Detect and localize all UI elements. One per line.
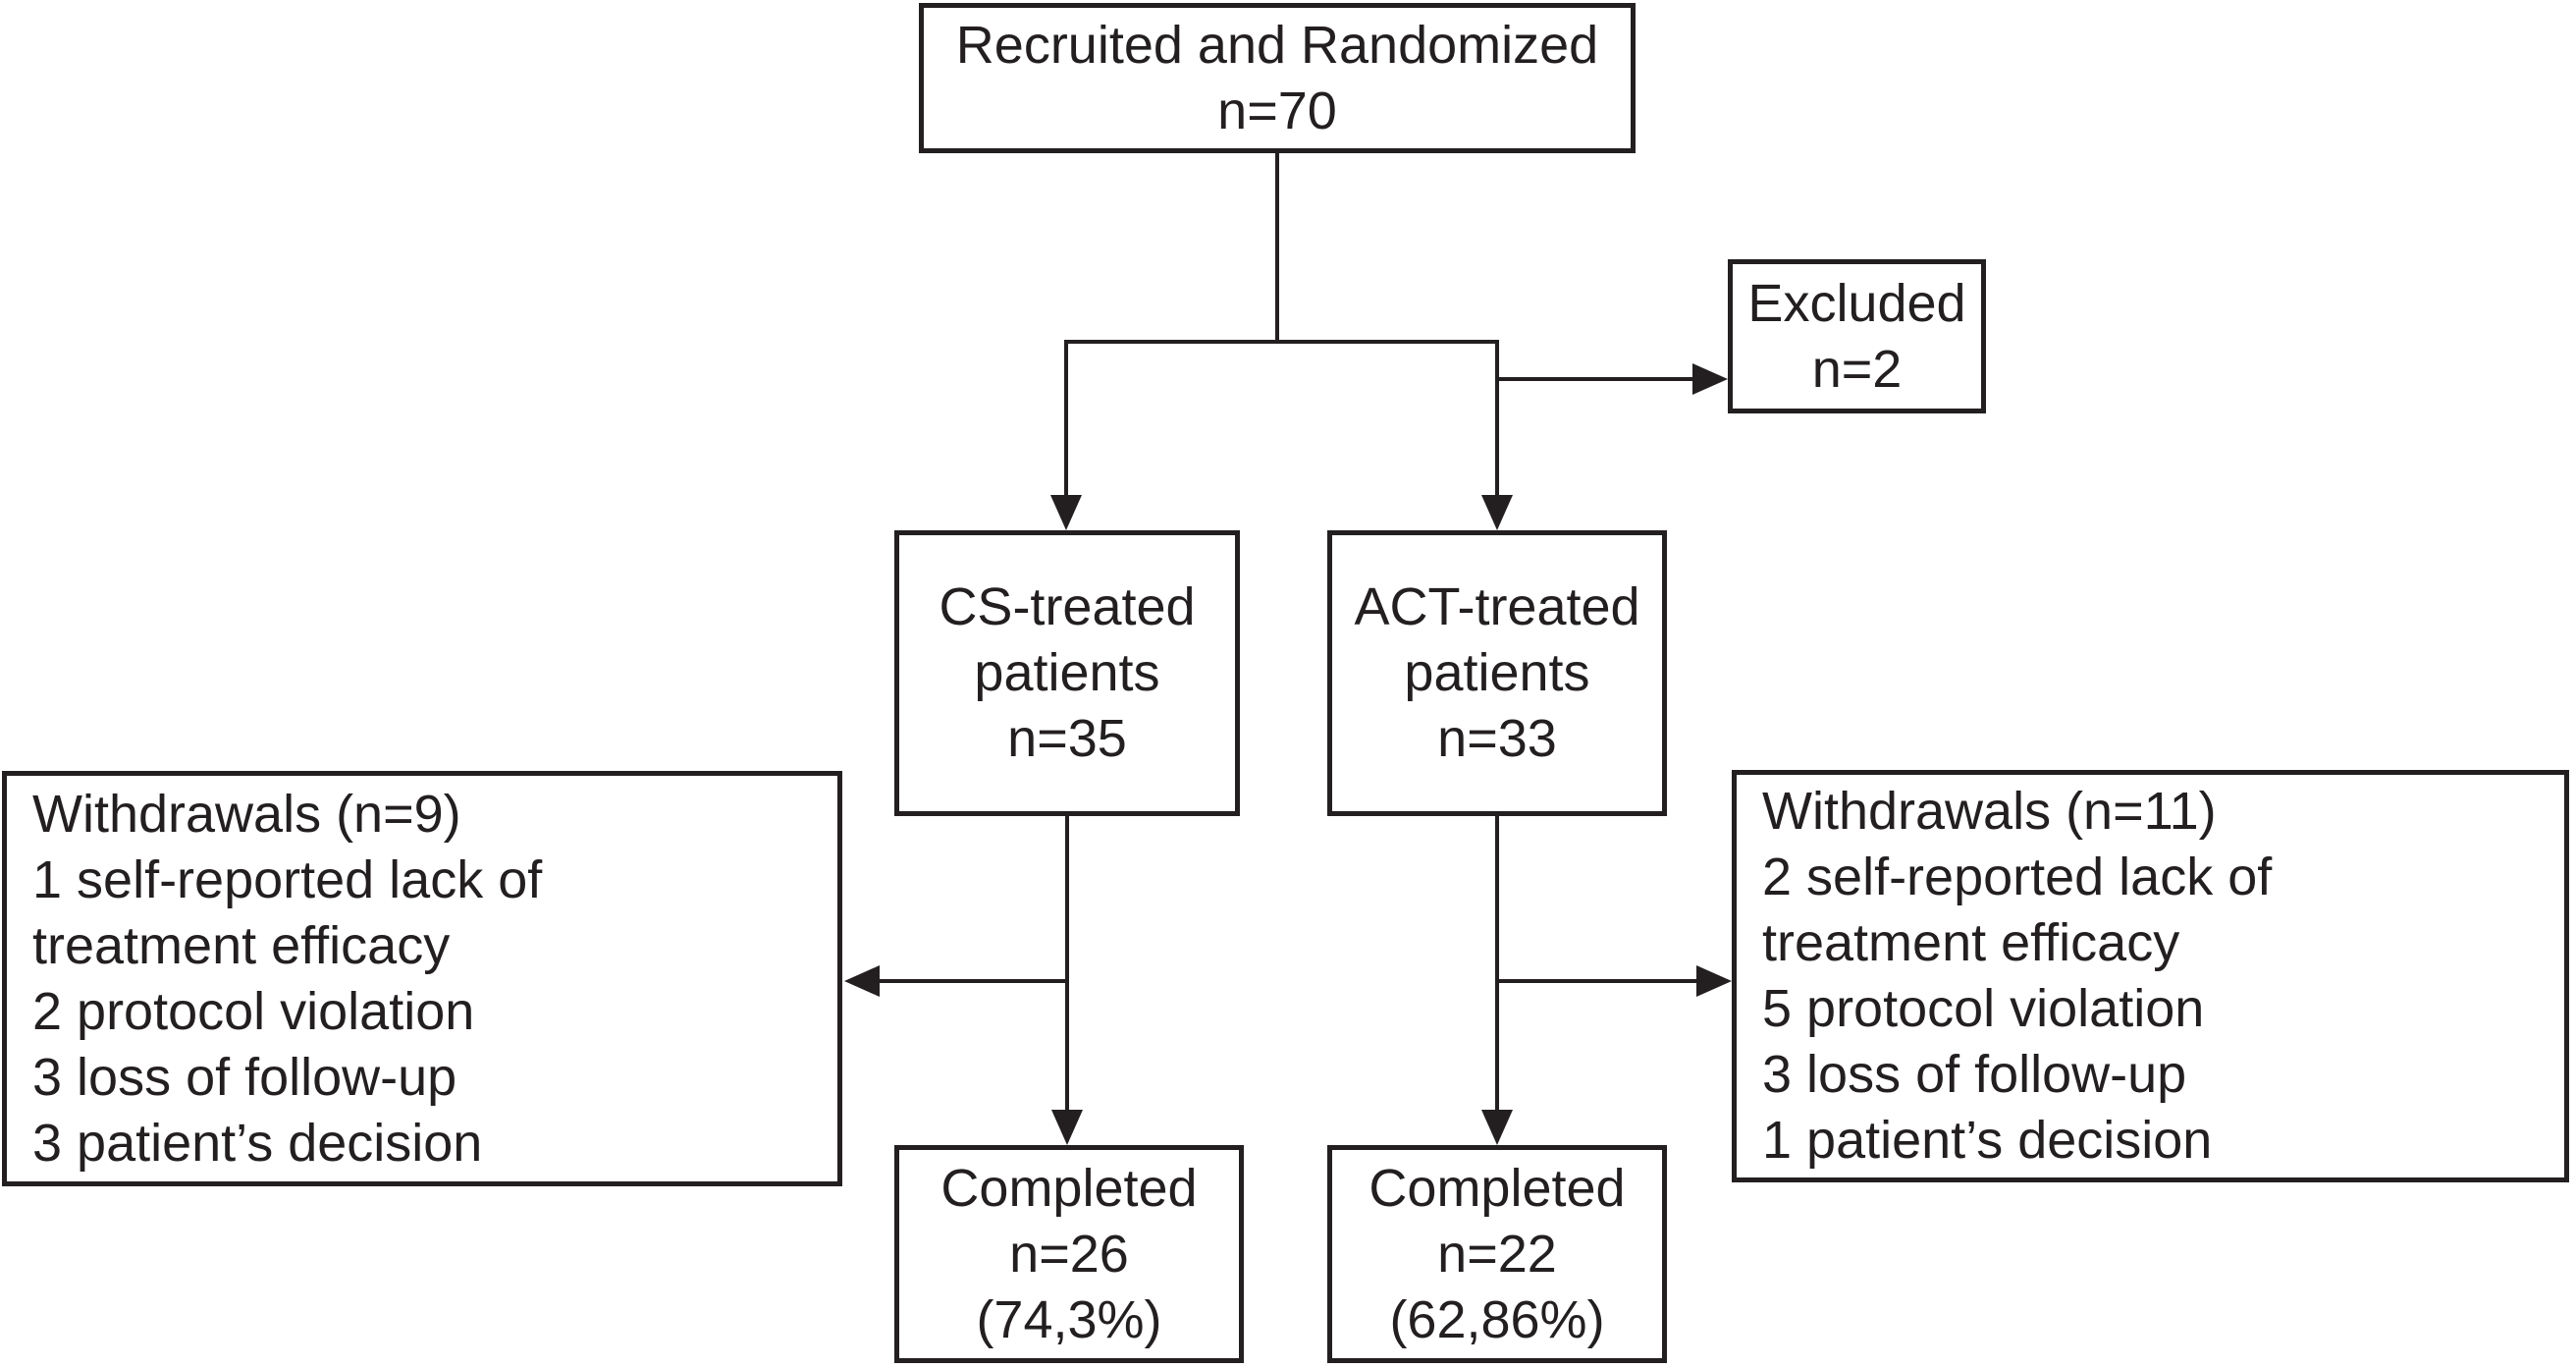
withdrawals-cs-line-2: 1 self-reported lack of (32, 849, 543, 909)
act-treated-line-1: ACT-treated (1354, 577, 1640, 636)
withdrawals-act-line-6: 1 patient’s decision (1762, 1111, 2213, 1170)
act-treated-line-3: n=33 (1437, 709, 1557, 768)
withdrawals-cs-line-3: treatment efficacy (32, 915, 451, 975)
withdrawals-act-line-3: treatment efficacy (1762, 913, 2180, 972)
withdrawals-cs-line-6: 3 patient’s decision (32, 1113, 483, 1173)
completed-cs-line-1: Completed (940, 1158, 1198, 1218)
withdrawals-cs-line-1: Withdrawals (n=9) (32, 784, 461, 844)
withdrawals-act-line-1: Withdrawals (n=11) (1762, 782, 2217, 841)
completed-cs-line-3: (74,3%) (976, 1289, 1162, 1349)
completed-cs-line-2: n=26 (1009, 1224, 1129, 1284)
completed-act-line-3: (62,86%) (1389, 1289, 1605, 1349)
arrowhead-cs-to-withdrawals (844, 965, 880, 997)
completed-act-line-2: n=22 (1437, 1224, 1557, 1284)
act-treated-box: ACT-treated patients n=33 (1327, 530, 1667, 816)
excluded-line-2: n=2 (1811, 339, 1903, 399)
arrowhead-to-excluded (1692, 363, 1728, 395)
arrowhead-act-to-withdrawals (1696, 965, 1732, 997)
completed-act-box: Completed n=22 (62,86%) (1327, 1145, 1667, 1363)
cs-treated-line-3: n=35 (1007, 709, 1127, 768)
excluded-line-1: Excluded (1747, 273, 1966, 333)
withdrawals-act-box: Withdrawals (n=11) 2 self-reported lack … (1732, 770, 2569, 1182)
cs-treated-line-2: patients (974, 643, 1160, 702)
withdrawals-act-line-2: 2 self-reported lack of (1762, 848, 2273, 906)
withdrawals-act-line-5: 3 loss of follow-up (1762, 1045, 2187, 1104)
arrowhead-to-act (1481, 495, 1513, 530)
withdrawals-cs-line-4: 2 protocol violation (32, 981, 475, 1041)
excluded-box: Excluded n=2 (1728, 259, 1986, 413)
recruited-line-1: Recruited and Randomized (955, 15, 1599, 75)
completed-cs-box: Completed n=26 (74,3%) (894, 1145, 1244, 1363)
withdrawals-act-line-4: 5 protocol violation (1762, 979, 2205, 1038)
arrowhead-act-to-completed (1481, 1110, 1513, 1145)
arrowhead-cs-to-completed (1051, 1110, 1083, 1145)
act-treated-line-2: patients (1404, 643, 1590, 702)
withdrawals-cs-box: Withdrawals (n=9) 1 self-reported lack o… (2, 771, 842, 1186)
arrowhead-to-cs (1050, 495, 1082, 530)
cs-treated-box: CS-treated patients n=35 (894, 530, 1240, 816)
cs-treated-line-1: CS-treated (939, 577, 1196, 636)
completed-act-line-1: Completed (1368, 1158, 1626, 1218)
recruited-randomized-box: Recruited and Randomized n=70 (919, 3, 1636, 153)
withdrawals-cs-line-5: 3 loss of follow-up (32, 1047, 457, 1107)
recruited-line-2: n=70 (1217, 81, 1337, 140)
